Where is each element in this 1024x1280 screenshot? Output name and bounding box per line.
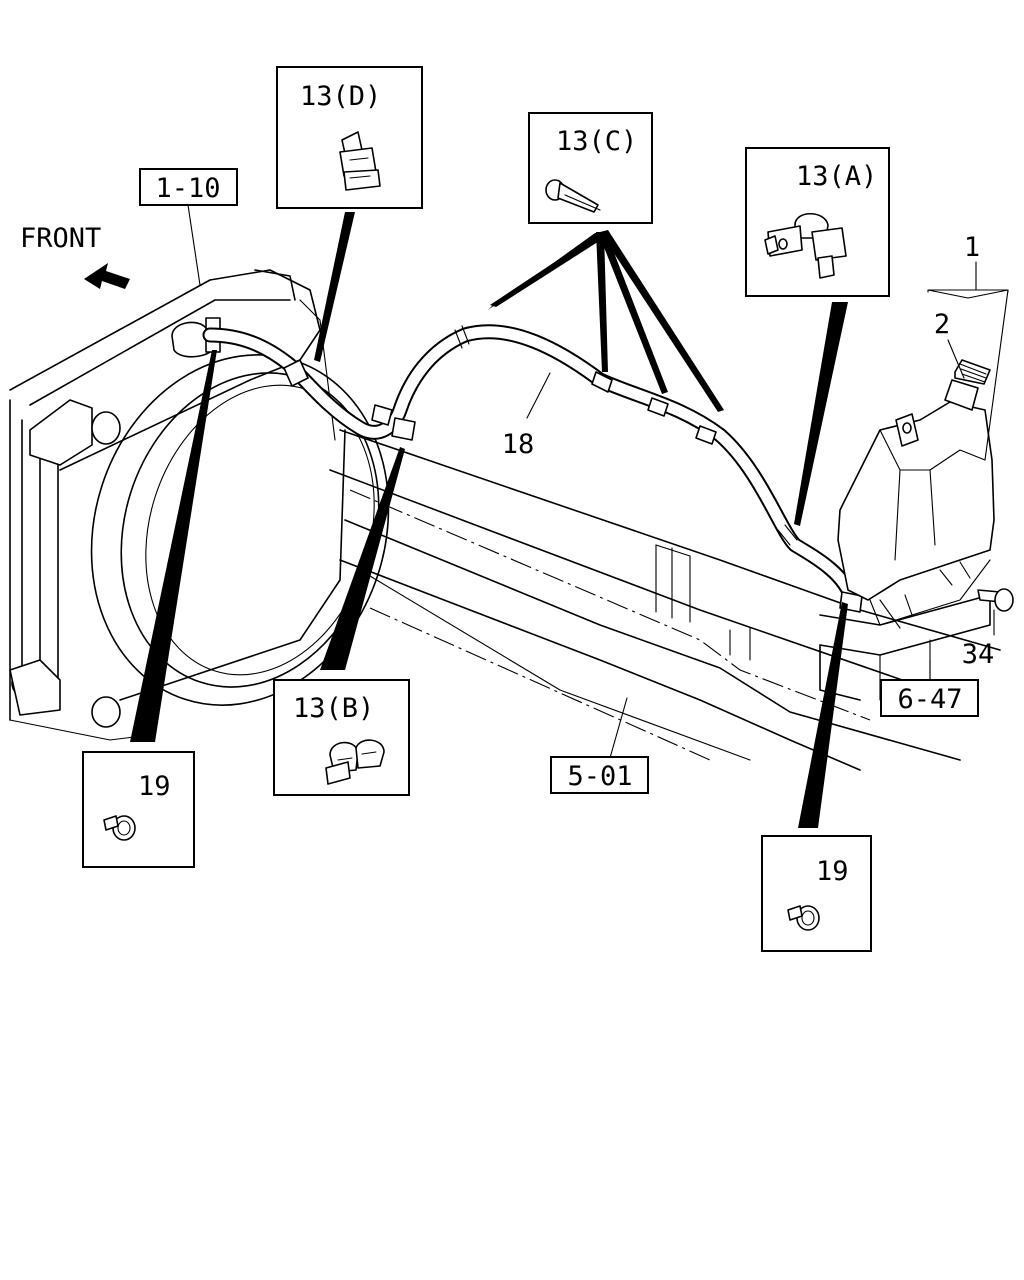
clamp-left-label: 19 bbox=[138, 771, 171, 802]
detail-clip-b: 13(B) bbox=[273, 679, 410, 796]
reservoir-tank bbox=[837, 359, 995, 629]
bolt bbox=[977, 588, 1014, 612]
clip-b-label: 13(B) bbox=[293, 693, 374, 724]
reservoir-hose bbox=[202, 324, 863, 613]
ref-frame-label: 5-01 bbox=[567, 761, 632, 792]
reference-lines bbox=[187, 204, 1009, 759]
clip-c-label: 13(C) bbox=[556, 126, 637, 157]
part-number-tank: 1 bbox=[964, 232, 980, 263]
detail-clamp-right: 19 bbox=[761, 835, 872, 952]
hose-clamp-icon bbox=[103, 815, 136, 841]
clip-c-icon bbox=[545, 179, 601, 213]
ref-box-frame: 5-01 bbox=[550, 756, 649, 794]
frame-rail bbox=[329, 429, 1001, 771]
ref-radiator-label: 1-10 bbox=[155, 173, 220, 204]
part-number-bolt: 34 bbox=[962, 639, 995, 670]
leader-lines bbox=[130, 212, 848, 828]
detail-clamp-left: 19 bbox=[82, 751, 195, 868]
front-indicator: FRONT bbox=[20, 223, 130, 289]
clip-a-icon bbox=[764, 212, 847, 279]
ref-box-bracket: 6-47 bbox=[880, 679, 979, 717]
hose-clamp-icon bbox=[787, 905, 820, 931]
detail-clip-d: 13(D) bbox=[276, 66, 423, 209]
part-number-cap: 2 bbox=[934, 309, 950, 340]
clip-a-label: 13(A) bbox=[796, 161, 877, 192]
clip-b-icon bbox=[325, 739, 385, 785]
clip-d-label: 13(D) bbox=[300, 81, 381, 112]
front-arrow-icon bbox=[84, 263, 130, 289]
ref-box-radiator: 1-10 bbox=[139, 168, 238, 206]
clamp-right-label: 19 bbox=[816, 856, 849, 887]
detail-clip-a: 13(A) bbox=[745, 147, 890, 297]
clip-d-icon bbox=[339, 131, 381, 191]
part-number-hose: 18 bbox=[502, 429, 535, 460]
front-label: FRONT bbox=[20, 223, 101, 254]
detail-clip-c: 13(C) bbox=[528, 112, 653, 224]
ref-bracket-label: 6-47 bbox=[897, 684, 962, 715]
